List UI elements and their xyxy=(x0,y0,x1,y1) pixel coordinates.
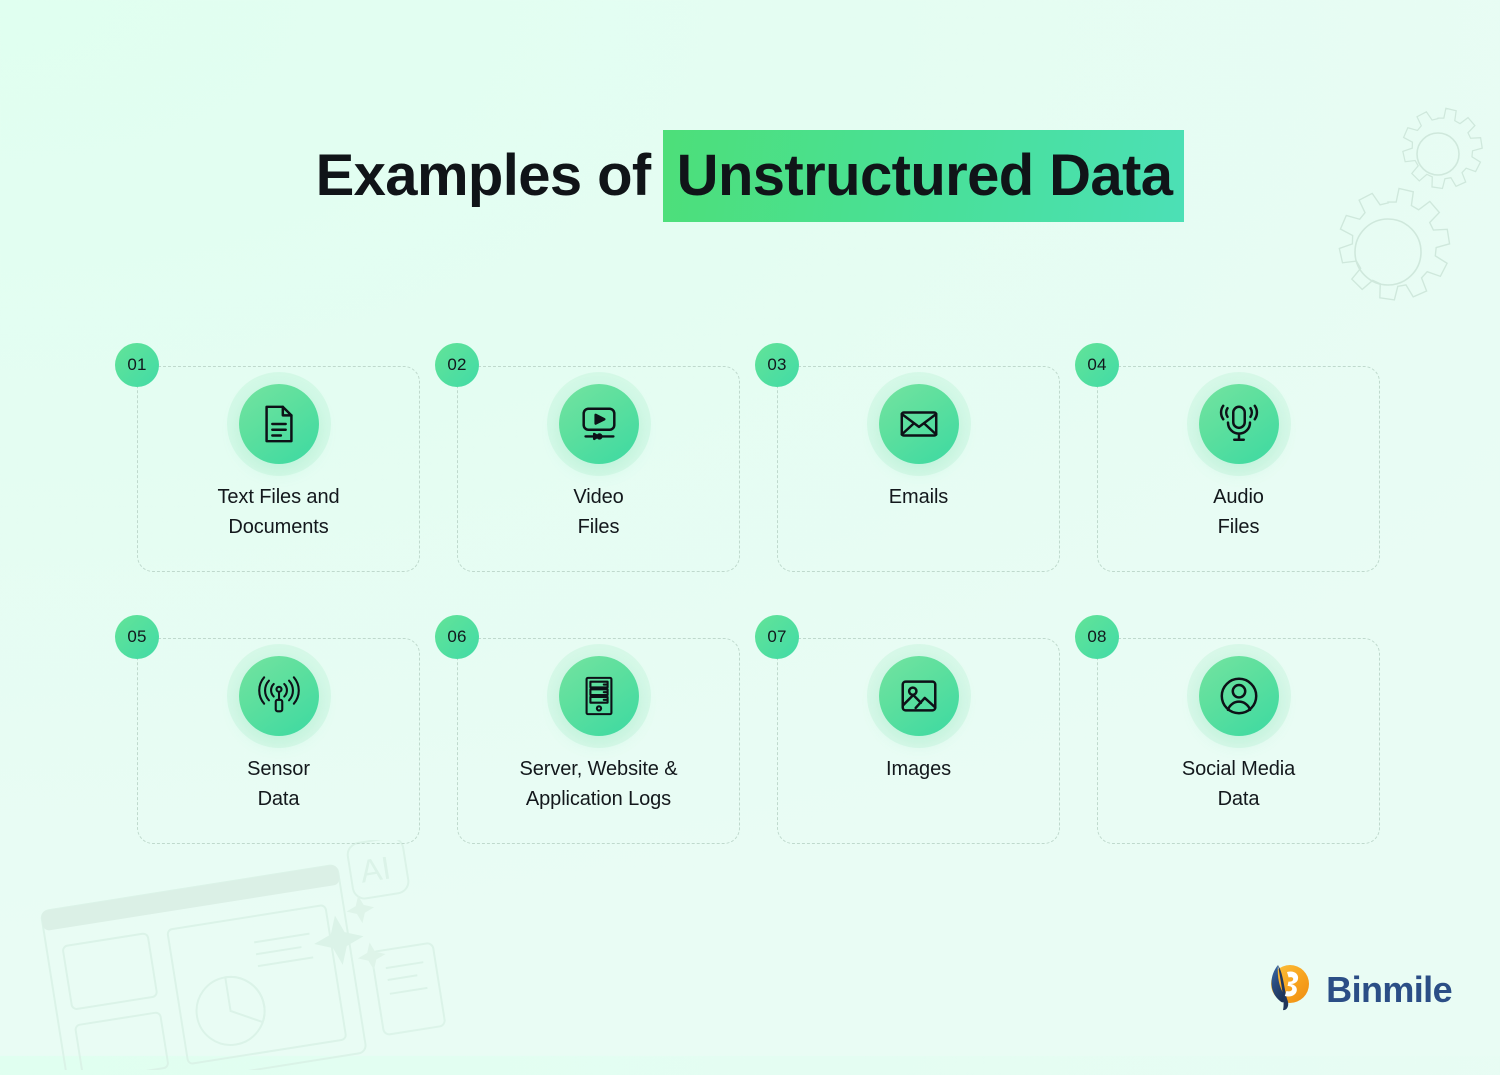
card-server-website-application-logs[interactable]: 06 Server, Website & Application Logs xyxy=(435,615,740,844)
server-tower-icon xyxy=(558,656,639,736)
card-label: Video Files xyxy=(573,486,624,538)
binmile-mark-icon xyxy=(1261,959,1313,1020)
card-label: Images xyxy=(886,758,951,780)
image-picture-icon xyxy=(878,656,959,736)
card-images[interactable]: 07 Images xyxy=(755,615,1060,844)
decorative-dashboard-watermark: AI xyxy=(10,836,480,1075)
card-sensor-data[interactable]: 05 Sensor Data xyxy=(115,615,420,844)
card-number-badge: 01 xyxy=(115,343,159,387)
card-emails[interactable]: 03 Emails xyxy=(755,343,1060,572)
card-number-badge: 08 xyxy=(1075,615,1119,659)
document-icon xyxy=(238,384,319,464)
microphone-icon xyxy=(1198,384,1279,464)
video-player-icon xyxy=(558,384,639,464)
card-number-badge: 03 xyxy=(755,343,799,387)
card-audio-files[interactable]: 04 Audio Files xyxy=(1075,343,1380,572)
envelope-icon xyxy=(878,384,959,464)
brand-logo: Binmile xyxy=(1261,959,1453,1020)
sensor-antenna-icon xyxy=(238,656,319,736)
user-avatar-icon xyxy=(1198,656,1279,736)
title-highlighted-text: Unstructured Data xyxy=(662,130,1185,222)
binmile-wordmark: Binmile xyxy=(1326,968,1452,1010)
card-label: Sensor Data xyxy=(247,758,310,810)
examples-grid: 01 Text Files and Documents 02 Video Fil… xyxy=(115,343,1382,844)
card-number-badge: 02 xyxy=(435,343,479,387)
card-video-files[interactable]: 02 Video Files xyxy=(435,343,740,572)
card-label: Server, Website & Application Logs xyxy=(519,758,678,810)
svg-text:AI: AI xyxy=(358,849,393,889)
card-label: Emails xyxy=(888,486,949,508)
card-label: Social Media Data xyxy=(1181,758,1296,810)
card-text-files-and-documents[interactable]: 01 Text Files and Documents xyxy=(115,343,420,572)
card-social-media-data[interactable]: 08 Social Media Data xyxy=(1075,615,1380,844)
card-number-badge: 07 xyxy=(755,615,799,659)
card-label: Audio Files xyxy=(1213,486,1264,538)
card-number-badge: 06 xyxy=(435,615,479,659)
card-number-badge: 04 xyxy=(1075,343,1119,387)
card-label: Text Files and Documents xyxy=(217,486,340,538)
title-plain-text: Examples of xyxy=(315,143,652,208)
card-number-badge: 05 xyxy=(115,615,159,659)
